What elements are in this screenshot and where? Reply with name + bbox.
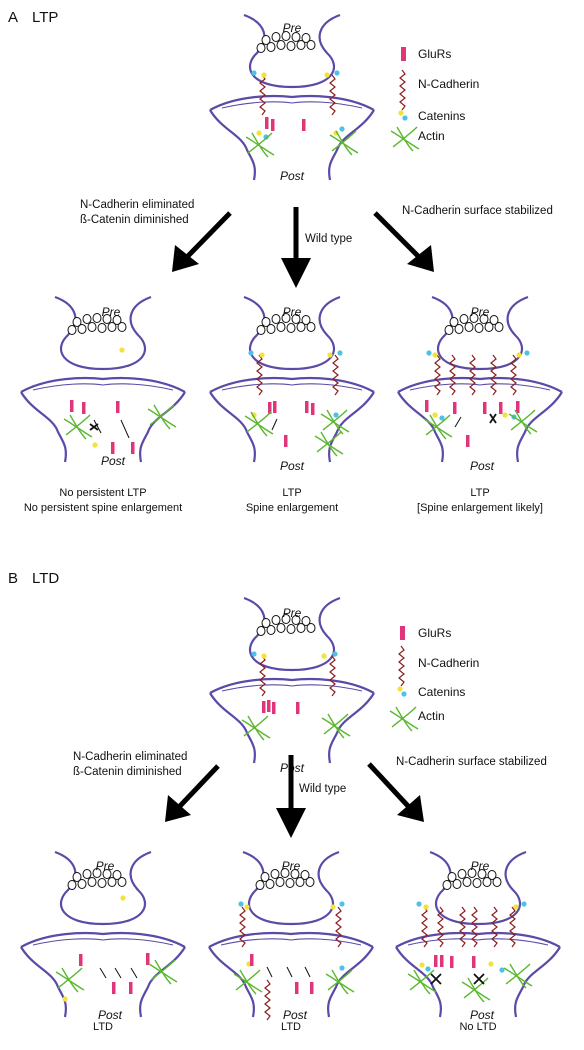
legend-actin: Actin: [418, 129, 445, 143]
condition-a-left-1: N-Cadherin eliminated: [80, 199, 194, 211]
arrow-b-left: [165, 764, 220, 822]
legend-b-actin: Actin: [418, 709, 445, 723]
panel-b-title: LTD: [32, 570, 59, 587]
svg-text:Pre: Pre: [282, 859, 301, 873]
outcome-a-middle-1: LTP: [282, 487, 301, 499]
svg-text:Pre: Pre: [102, 305, 121, 319]
pre-label: Pre: [283, 21, 302, 35]
panel-b-letter: B: [8, 570, 18, 587]
arrow-b-right: [367, 762, 424, 822]
synapse-a-middle: Pre Post: [208, 295, 376, 473]
condition-b-right: N-Cadherin surface stabilized: [396, 756, 547, 768]
synapse-b-left: Pre Post: [19, 850, 187, 1022]
arrow-a-right: [373, 211, 434, 272]
legend-b-glurs: GluRs: [418, 626, 451, 640]
outcome-a-right-1: LTP: [470, 487, 489, 499]
condition-a-middle: Wild type: [305, 233, 352, 245]
legend-b-catenins: Catenins: [418, 685, 465, 699]
svg-text:Post: Post: [470, 1008, 495, 1022]
svg-text:Post: Post: [101, 454, 126, 468]
condition-b-left-2: ß-Catenin diminished: [73, 766, 182, 778]
synapse-a-top: Pre Post: [208, 13, 376, 183]
synapse-b-top: Pre Post: [208, 596, 376, 775]
arrow-a-left: [172, 211, 232, 272]
legend-a: GluRs N-Cadherin Catenins Actin: [390, 47, 479, 152]
outcome-b-right: No LTD: [459, 1021, 496, 1033]
outcome-b-left: LTD: [93, 1021, 113, 1033]
condition-b-middle: Wild type: [299, 783, 346, 795]
outcome-b-middle: LTD: [281, 1021, 301, 1033]
legend-b-ncadherin: N-Cadherin: [418, 656, 479, 670]
svg-text:Pre: Pre: [471, 305, 490, 319]
synapse-a-left: Pre Post: [19, 295, 187, 468]
post-label: Post: [280, 169, 305, 183]
legend-ncadherin: N-Cadherin: [418, 77, 479, 91]
legend-glurs: GluRs: [418, 47, 451, 61]
condition-a-right: N-Cadherin surface stabilized: [402, 205, 553, 217]
outcome-a-middle-2: Spine enlargement: [246, 502, 338, 514]
outcome-a-right-2: [Spine enlargement likely]: [417, 502, 543, 514]
outcome-a-left-2: No persistent spine enlargement: [24, 502, 182, 514]
synapse-b-middle: Pre Post: [207, 850, 375, 1022]
svg-text:Post: Post: [470, 459, 495, 473]
svg-text:Pre: Pre: [283, 305, 302, 319]
legend-catenins: Catenins: [418, 109, 465, 123]
synapse-a-right: Pre Post: [396, 295, 564, 473]
outcome-a-left-1: No persistent LTP: [59, 487, 146, 499]
legend-b: GluRs N-Cadherin Catenins Actin: [389, 626, 479, 732]
svg-text:Pre: Pre: [471, 859, 490, 873]
arrow-b-middle: [276, 755, 306, 838]
synapse-b-right: Pre Post: [394, 850, 562, 1022]
condition-b-left-1: N-Cadherin eliminated: [73, 751, 187, 763]
condition-a-left-2: ß-Catenin diminished: [80, 214, 189, 226]
svg-text:Post: Post: [280, 459, 305, 473]
svg-text:Pre: Pre: [283, 606, 302, 620]
svg-text:Pre: Pre: [96, 859, 115, 873]
panel-a-letter: A: [8, 9, 18, 26]
svg-text:Post: Post: [98, 1008, 123, 1022]
panel-a-title: LTP: [32, 9, 58, 26]
svg-text:Post: Post: [283, 1008, 308, 1022]
arrow-a-middle: [281, 207, 311, 288]
